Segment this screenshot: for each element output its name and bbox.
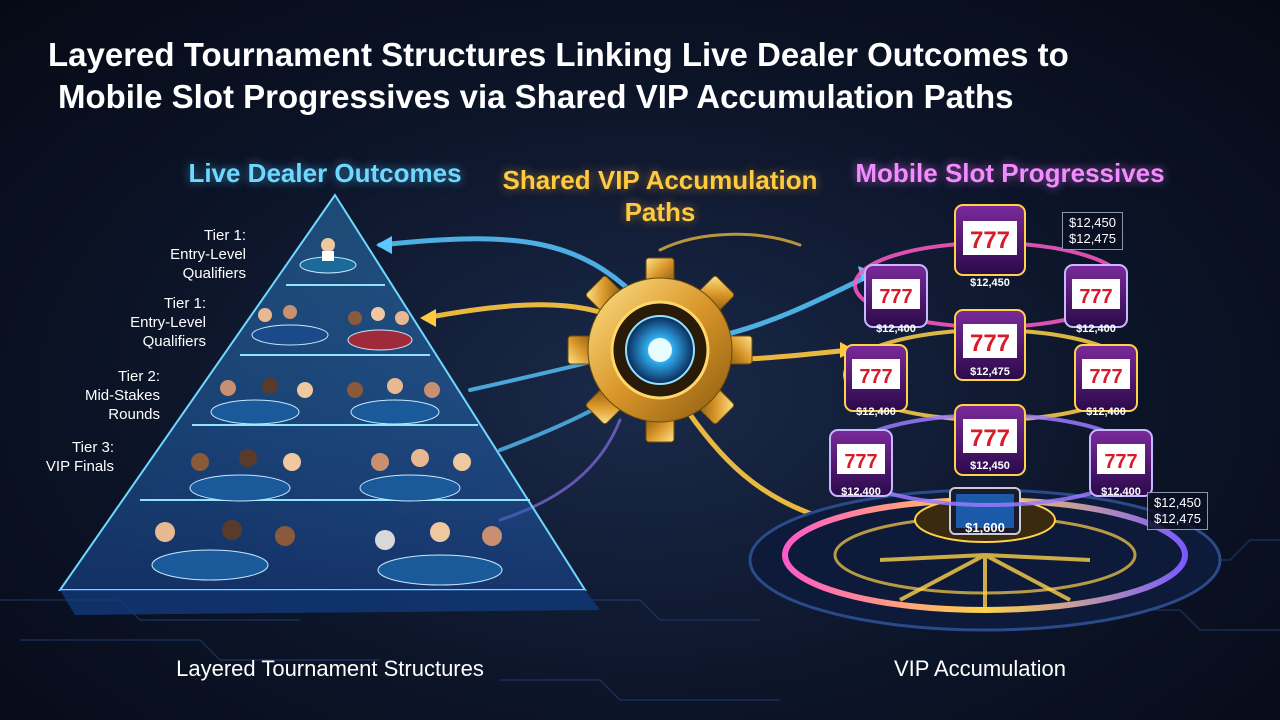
live-dealer-label: Live Dealer Outcomes (188, 158, 462, 188)
tier-1-line-3: Qualifiers (182, 265, 246, 282)
tier-2-line-3: Qualifiers (142, 333, 206, 350)
slot-amount-right-low: $12,400 (1101, 486, 1141, 498)
tier-4-line-2: VIP Finals (45, 458, 114, 475)
title-line-1: Layered Tournament Structures Linking Li… (48, 36, 1069, 73)
tier-label-3: Tier 2: Mid-Stakes Rounds (0, 367, 160, 424)
svg-text:777: 777 (844, 451, 877, 473)
price-tag-top-a: $12,450 (1069, 215, 1116, 230)
slot-amount-center: $12,475 (970, 366, 1010, 378)
layered-structures-caption: Layered Tournament Structures (176, 656, 484, 681)
slot-amount-left-upper: $12,400 (876, 323, 916, 335)
price-tag-top: $12,450 $12,475 (1062, 212, 1123, 250)
gear-icon (567, 257, 753, 443)
slot-amount-center-low: $12,450 (970, 460, 1010, 472)
slot-machine-icon: 777 777 777 777 777 777 777 777 777 (829, 204, 1153, 497)
page-title: Layered Tournament Structures Linking Li… (48, 34, 1248, 118)
slot-amount-left-low: $12,400 (841, 486, 881, 498)
tier-1-line-1: Tier 1: (204, 227, 246, 244)
svg-text:777: 777 (1089, 366, 1122, 388)
mobile-slots-label: Mobile Slot Progressives (855, 158, 1165, 188)
svg-text:777: 777 (1104, 451, 1137, 473)
slot-amount-right-mid: $12,400 (1086, 406, 1126, 418)
tier-1-line-2: Entry-Level (170, 246, 246, 263)
price-tag-top-b: $12,475 (1069, 231, 1116, 246)
dealer-table-icon (151, 238, 503, 586)
price-tag-bottom-b: $12,475 (1154, 511, 1201, 526)
tier-label-1: Tier 1: Entry-Level Qualifiers (46, 226, 246, 283)
slot-amount-top: $12,450 (970, 277, 1010, 289)
slot-amount-right-upper: $12,400 (1076, 323, 1116, 335)
vip-platform-icon (748, 487, 1222, 632)
tier-3-line-3: Rounds (108, 406, 160, 423)
tier-3-line-2: Mid-Stakes (84, 387, 160, 404)
svg-text:777: 777 (970, 330, 1010, 357)
tier-label-2: Tier 1: Entry-Level Qualifiers (6, 294, 206, 351)
svg-text:777: 777 (970, 425, 1010, 452)
vip-accumulation-caption: VIP Accumulation (893, 656, 1067, 681)
tier-label-4: Tier 3: VIP Finals (0, 438, 114, 476)
slot-amount-left-mid: $12,400 (856, 406, 896, 418)
tier-4-line-1: Tier 3: (72, 439, 114, 456)
tier-3-line-1: Tier 2: (118, 368, 160, 385)
svg-text:777: 777 (970, 227, 1010, 254)
terminal-amount: $1,600 (965, 520, 1005, 535)
svg-text:777: 777 (1079, 286, 1112, 308)
tier-2-line-1: Tier 1: (164, 295, 206, 312)
shared-vip-label: Shared VIP Accumulation Paths (502, 165, 818, 227)
title-line-2: Mobile Slot Progressives via Shared VIP … (58, 78, 1014, 115)
tier-2-line-2: Entry-Level (130, 314, 206, 331)
svg-text:777: 777 (859, 366, 892, 388)
price-tag-bottom-a: $12,450 (1154, 495, 1201, 510)
price-tag-bottom: $12,450 $12,475 (1147, 492, 1208, 530)
svg-text:777: 777 (879, 286, 912, 308)
